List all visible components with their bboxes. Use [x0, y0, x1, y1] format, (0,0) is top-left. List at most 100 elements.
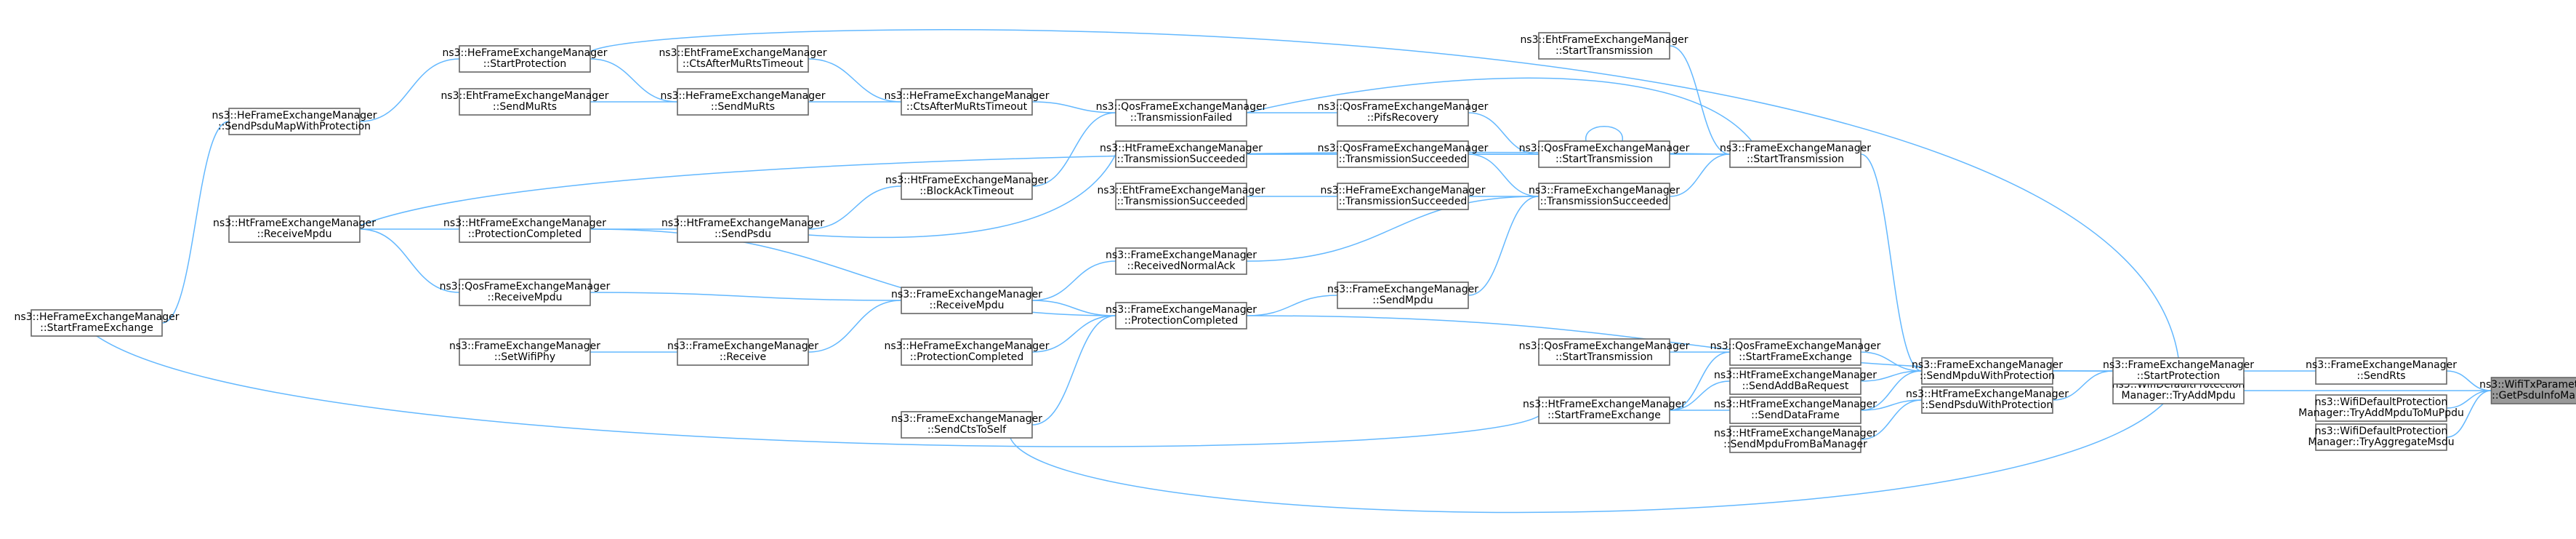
- node-label-line: ::SendPsduWithProtection: [1922, 399, 2053, 411]
- node-hefem-transmissionsucceeded[interactable]: ns3::HeFrameExchangeManager::Transmissio…: [1320, 183, 1486, 210]
- node-box: [228, 108, 361, 135]
- node-htfem-transmissionsucceeded[interactable]: ns3::HtFrameExchangeManager::Transmissio…: [1100, 140, 1263, 168]
- node-label-line: ns3::EhtFrameExchangeManager: [1520, 34, 1688, 46]
- node-fem-receivempdu[interactable]: ns3::FrameExchangeManager::ReceiveMpdu: [891, 287, 1042, 314]
- node-fem-setwifiphy[interactable]: ns3::FrameExchangeManager::SetWifiPhy: [449, 338, 600, 366]
- node-box: [677, 215, 809, 243]
- node-label-line: ::CtsAfterMuRtsTimeout: [683, 58, 804, 70]
- call-edge-qosfem_receivempdu-to-htfem_receivempdu: [360, 229, 460, 293]
- node-label-line: ns3::HtFrameExchangeManager: [661, 217, 824, 229]
- node-hefem-ctsaftermurtstimeout[interactable]: ns3::HeFrameExchangeManager::CtsAfterMuR…: [884, 88, 1050, 116]
- node-wdp-tryaggregatemsdu[interactable]: ns3::WifiDefaultProtectionManager::TryAg…: [2308, 423, 2455, 451]
- call-edge-fem_sendmpdu-to-fem_protectioncompleted: [1247, 295, 1338, 316]
- node-ehtfem-transmissionsucceeded[interactable]: ns3::EhtFrameExchangeManager::Transmissi…: [1097, 183, 1265, 210]
- node-fem-receive[interactable]: ns3::FrameExchangeManager::Receive: [667, 338, 818, 366]
- node-htfem-sendpsduwithprotection[interactable]: ns3::HtFrameExchangeManager::SendPsduWit…: [1906, 386, 2069, 414]
- node-fem-transmissionsucceeded[interactable]: ns3::FrameExchangeManager::TransmissionS…: [1529, 183, 1680, 210]
- node-fem-sendmpdu[interactable]: ns3::FrameExchangeManager::SendMpdu: [1327, 282, 1478, 309]
- node-label-line: ns3::QosFrameExchangeManager: [1519, 340, 1690, 352]
- node-qosfem-transmissionfailed[interactable]: ns3::QosFrameExchangeManager::Transmissi…: [1096, 99, 1267, 127]
- node-label-line: ::StartFrameExchange: [40, 322, 153, 334]
- node-htfem-senddataframe[interactable]: ns3::HtFrameExchangeManager::SendDataFra…: [1714, 396, 1877, 424]
- node-label-line: ::TransmissionSucceeded: [1339, 196, 1468, 207]
- node-hefem-sendpsdumapwithprotection[interactable]: ns3::HeFrameExchangeManager::SendPsduMap…: [212, 108, 377, 135]
- node-fem-starttransmission[interactable]: ns3::FrameExchangeManager::StartTransmis…: [1720, 140, 1871, 168]
- call-edge-getpsduinfomap-to-wdp_tryaddmpdutomupdu: [2447, 390, 2492, 408]
- node-label-line: ::StartFrameExchange: [1739, 351, 1852, 363]
- node-label-line: ns3::HtFrameExchangeManager: [1714, 399, 1877, 410]
- node-fem-sendctstoself[interactable]: ns3::FrameExchangeManager::SendCtsToSelf: [891, 411, 1042, 439]
- node-htfem-blockacktimeout[interactable]: ns3::HtFrameExchangeManager::BlockAckTim…: [885, 172, 1048, 200]
- node-box: [1115, 99, 1247, 127]
- node-ehtfem-ctsaftermurtstimeout[interactable]: ns3::EhtFrameExchangeManager::CtsAfterMu…: [659, 45, 827, 73]
- node-htfem-startframeexchange[interactable]: ns3::HtFrameExchangeManager::StartFrameE…: [1523, 396, 1686, 424]
- node-label-line: ns3::EhtFrameExchangeManager: [1097, 185, 1265, 196]
- node-htfem-receivempdu[interactable]: ns3::HtFrameExchangeManager::ReceiveMpdu: [213, 215, 376, 243]
- call-edge-fem_protectioncompleted-to-hefem_protectioncompleted: [1032, 315, 1116, 352]
- node-fem-sendmpduwithprotection[interactable]: ns3::FrameExchangeManager::SendMpduWithP…: [1912, 357, 2063, 385]
- call-edge-getpsduinfomap-to-wdp_tryaggregatemsdu: [2447, 390, 2492, 437]
- node-ehtfem-starttransmission[interactable]: ns3::EhtFrameExchangeManager::StartTrans…: [1520, 32, 1689, 60]
- node-qosfem-starttransmission[interactable]: ns3::QosFrameExchangeManager::StartTrans…: [1519, 140, 1690, 168]
- node-box: [1538, 32, 1670, 60]
- node-htfem-sendpsdu[interactable]: ns3::HtFrameExchangeManager::SendPsdu: [661, 215, 824, 243]
- node-box: [901, 287, 1033, 314]
- call-edge-fem_starttransmission-to-fem_transmissionsucceeded: [1670, 153, 1731, 196]
- node-fem-protectioncompleted[interactable]: ns3::FrameExchangeManager::ProtectionCom…: [1106, 302, 1257, 330]
- node-box: [901, 338, 1033, 366]
- node-label-line: ns3::WifiDefaultProtection: [2315, 396, 2448, 408]
- node-box: [1729, 396, 1861, 424]
- node-label-line: ns3::FrameExchangeManager: [667, 340, 818, 352]
- node-wdp-tryaddmpdutomupdu[interactable]: ns3::WifiDefaultProtectionManager::TryAd…: [2298, 394, 2464, 422]
- node-box: [677, 338, 809, 366]
- node-label-line: ns3::HeFrameExchangeManager: [884, 90, 1049, 102]
- call-edge-hefem_startprotection-to-hefem_sendpsdumapwithprotection: [360, 58, 460, 121]
- node-box: [459, 45, 591, 73]
- node-box: [459, 215, 591, 243]
- node-label-line: ::GetPsduInfoMap: [2492, 390, 2576, 402]
- node-box: [31, 309, 163, 337]
- node-label-line: ::SendMpdu: [1372, 295, 1433, 306]
- node-label-line: ::SendPsdu: [715, 228, 771, 240]
- node-label-line: ::CtsAfterMuRtsTimeout: [906, 101, 1028, 113]
- node-box: [1337, 183, 1469, 210]
- node-qosfem-transmissionsucceeded[interactable]: ns3::QosFrameExchangeManager::Transmissi…: [1318, 140, 1489, 168]
- edges: [97, 29, 2492, 514]
- call-edge-fem_startprotection-to-fem_sendctstoself: [1010, 383, 2179, 514]
- call-edge-qosfem_starttransmission-to-qosfem_pifsrecovery: [1468, 113, 1539, 155]
- node-box: [459, 88, 591, 116]
- node-qosfem-pifsrecovery[interactable]: ns3::QosFrameExchangeManager::PifsRecove…: [1318, 99, 1489, 127]
- node-label-line: ::SendAddBaRequest: [1742, 380, 1849, 392]
- node-label-line: ::SendCtsToSelf: [927, 424, 1007, 436]
- node-hefem-startprotection[interactable]: ns3::HeFrameExchangeManager::StartProtec…: [442, 45, 608, 73]
- node-ehtfem-sendmurts[interactable]: ns3::EhtFrameExchangeManager::SendMuRts: [440, 88, 609, 116]
- call-edge-qosfem_transmissionfailed-to-hefem_ctsaftermurtstimeout: [1032, 102, 1116, 113]
- node-htfem-sendaddbarequest[interactable]: ns3::HtFrameExchangeManager::SendAddBaRe…: [1714, 367, 1877, 395]
- node-hefem-sendmurts[interactable]: ns3::HeFrameExchangeManager::SendMuRts: [660, 88, 826, 116]
- node-fem-sendrts[interactable]: ns3::FrameExchangeManager::SendRts: [2306, 357, 2457, 385]
- node-label-line: ns3::WifiTxParameters: [2479, 379, 2576, 391]
- node-fem-receivednormalack[interactable]: ns3::FrameExchangeManager::ReceivedNorma…: [1106, 247, 1257, 275]
- call-edge-fem_sendmpduwithprotection-to-fem_starttransmission: [1861, 154, 1923, 372]
- node-label-line: ::SendRts: [2356, 370, 2405, 382]
- node-box: [1337, 282, 1469, 309]
- node-label-line: ::ReceiveMpdu: [257, 228, 332, 240]
- node-qosfem-starttransmission-b[interactable]: ns3::QosFrameExchangeManager::StartTrans…: [1519, 338, 1690, 366]
- node-box: [1729, 426, 1861, 453]
- node-getpsduinfomap[interactable]: ns3::WifiTxParameters::GetPsduInfoMap: [2479, 377, 2576, 404]
- node-htfem-sendmpdufrombamanager[interactable]: ns3::HtFrameExchangeManager::SendMpduFro…: [1714, 426, 1877, 453]
- node-label-line: ns3::QosFrameExchangeManager: [440, 281, 611, 292]
- node-qosfem-receivempdu[interactable]: ns3::QosFrameExchangeManager::ReceiveMpd…: [440, 279, 611, 306]
- node-label-line: ::SendMuRts: [711, 101, 775, 113]
- node-hefem-startframeexchange[interactable]: ns3::HeFrameExchangeManager::StartFrameE…: [14, 309, 180, 337]
- node-label-line: ns3::HtFrameExchangeManager: [1906, 388, 2069, 400]
- node-label-line: ::SendPsduMapWithProtection: [218, 121, 371, 132]
- node-label-line: ::SetWifiPhy: [494, 351, 555, 363]
- node-box: [1115, 302, 1247, 330]
- node-htfem-protectioncompleted[interactable]: ns3::HtFrameExchangeManager::ProtectionC…: [443, 215, 606, 243]
- node-hefem-protectioncompleted[interactable]: ns3::HeFrameExchangeManager::ProtectionC…: [884, 338, 1050, 366]
- node-fem-startprotection[interactable]: ns3::FrameExchangeManager::StartProtecti…: [2103, 357, 2254, 385]
- node-qosfem-startframeexchange[interactable]: ns3::QosFrameExchangeManager::StartFrame…: [1710, 338, 1881, 366]
- call-edge-htfem_sendpsduwithprotection-to-htfem_sendmpdufrombamanager: [1861, 399, 1923, 439]
- call-edge-fem_transmissionsucceeded-to-qosfem_transmissionsucceeded: [1468, 154, 1539, 197]
